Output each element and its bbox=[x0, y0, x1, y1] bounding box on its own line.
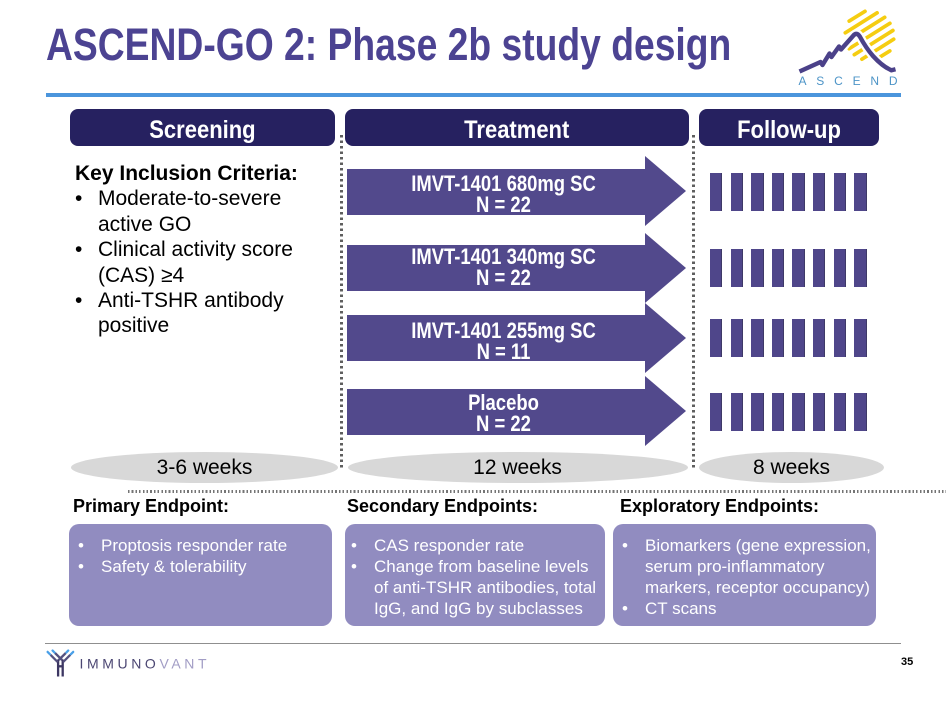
svg-text:IMMUNOVANT: IMMUNOVANT bbox=[80, 655, 211, 671]
svg-text:ASCEND: ASCEND bbox=[799, 74, 908, 88]
